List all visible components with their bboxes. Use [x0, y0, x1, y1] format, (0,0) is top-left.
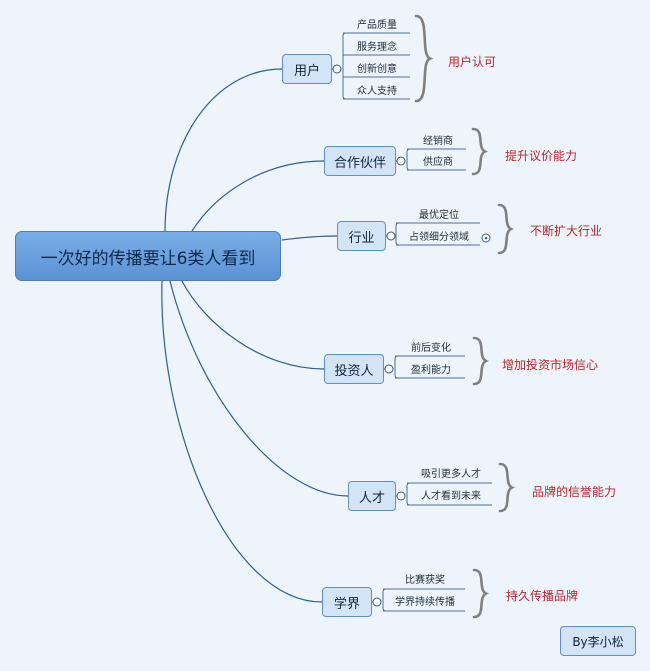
- note-label: 提升议价能力: [505, 149, 578, 163]
- leaf-topic[interactable]: 经销商: [423, 136, 453, 147]
- expand-toggle-dot: [484, 236, 488, 240]
- curly-brace: [497, 203, 515, 255]
- note-label: 增加投资市场信心: [502, 358, 599, 372]
- branch-topic-academia[interactable]: 学界: [322, 587, 372, 617]
- leaf-topic[interactable]: 吸引更多人才: [421, 469, 481, 480]
- leaf-topic[interactable]: 产品质量: [357, 20, 397, 31]
- branch-topic-label: 行业: [348, 230, 375, 246]
- collapse-toggle-icon: [332, 64, 342, 74]
- branch-topic-label: 学界: [333, 596, 360, 612]
- leaf-topic[interactable]: 盈利能力: [411, 365, 451, 376]
- leaf-topic[interactable]: 比赛获奖: [405, 575, 445, 586]
- note-label: 持久传播品牌: [506, 589, 579, 603]
- main-connector: [164, 68, 283, 233]
- collapse-toggle-icon: [386, 231, 396, 241]
- branch-topic-industry[interactable]: 行业: [337, 221, 386, 251]
- note-label: 品牌的信誉能力: [532, 485, 617, 499]
- branch-topic-label: 人才: [358, 490, 385, 506]
- branch-topic-talent[interactable]: 人才: [348, 481, 396, 511]
- leaf-topic[interactable]: 众人支持: [357, 86, 397, 97]
- main-connector: [181, 280, 325, 370]
- branch-topic-users[interactable]: 用户: [282, 54, 332, 84]
- leaf-topic[interactable]: 创新创意: [357, 64, 397, 75]
- leaf-topic[interactable]: 前后变化: [411, 343, 451, 354]
- main-connector: [161, 280, 323, 603]
- note-label: 用户认可: [448, 55, 497, 69]
- curly-brace: [472, 568, 490, 619]
- branch-topic-partners[interactable]: 合作伙伴: [324, 146, 396, 176]
- author-credit: By李小松: [560, 626, 636, 656]
- main-connector: [191, 160, 325, 232]
- main-connector: [281, 235, 338, 241]
- author-credit-label: By李小松: [572, 634, 624, 649]
- note-label: 不断扩大行业: [530, 224, 603, 238]
- collapse-toggle-icon: [396, 156, 406, 166]
- curly-brace: [498, 462, 516, 513]
- root-topic-label: 一次好的传播要让6类人看到: [40, 248, 256, 269]
- curly-brace: [472, 336, 490, 386]
- branch-topic-label: 投资人: [334, 363, 374, 379]
- branch-topic-label: 用户: [293, 63, 320, 79]
- leaf-topic[interactable]: 供应商: [423, 157, 453, 168]
- collapse-toggle-icon: [396, 491, 406, 501]
- main-connector: [169, 280, 349, 497]
- curly-brace: [414, 14, 434, 103]
- curly-brace: [471, 127, 489, 176]
- branch-topic-label: 合作伙伴: [333, 155, 386, 171]
- root-topic[interactable]: 一次好的传播要让6类人看到: [15, 231, 281, 281]
- branch-topic-investors[interactable]: 投资人: [324, 354, 384, 384]
- leaf-topic[interactable]: 最优定位: [419, 210, 459, 221]
- collapse-toggle-icon: [372, 597, 382, 607]
- leaf-topic[interactable]: 人才看到未来: [421, 491, 481, 502]
- leaf-topic[interactable]: 服务理念: [357, 42, 397, 53]
- collapse-toggle-icon: [384, 364, 394, 374]
- leaf-topic[interactable]: 学界持续传播: [395, 597, 455, 608]
- leaf-topic[interactable]: 占领细分领域: [409, 232, 469, 243]
